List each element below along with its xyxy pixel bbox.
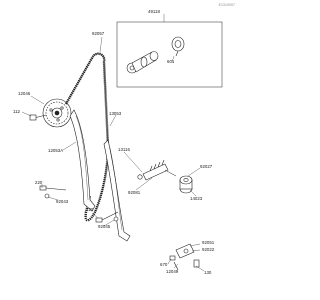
label-220-rear: 220: [86, 207, 94, 212]
tensioner-collar: [179, 175, 193, 194]
label-92081: 92081: [128, 190, 141, 195]
label-92027: 92027: [200, 164, 213, 169]
label-92045: 92045: [98, 224, 111, 229]
rear-guide-bolt: [95, 211, 119, 223]
label-12046: 12046: [18, 91, 31, 96]
diagram-code: E1310007: [218, 3, 235, 7]
tensioner-pin: [164, 169, 177, 177]
chain-tensioner: [137, 159, 169, 181]
label-13116: 13116: [118, 147, 130, 152]
timing-chain-parts-diagram: E1310007: [13, 3, 235, 275]
label-220-front: 220: [35, 180, 43, 185]
leader-lines: [21, 14, 205, 272]
label-92022: 92022: [202, 247, 215, 252]
sprocket-bolt: [29, 114, 47, 121]
front-guide-bolt: [39, 185, 67, 199]
front-chain-guide: [69, 109, 96, 212]
label-14023: 14023: [190, 196, 203, 201]
label-130: 130: [204, 270, 212, 275]
label-92057: 92057: [92, 31, 105, 36]
label-601: 601: [167, 59, 175, 64]
label-92051: 92051: [202, 240, 215, 245]
label-12053a: 12053A: [48, 148, 64, 153]
camshaft-cap: [171, 36, 185, 57]
label-670: 670: [160, 262, 168, 267]
parts-drawing: [21, 14, 223, 272]
camshaft: [126, 51, 159, 74]
label-112: 112: [13, 109, 20, 114]
label-92043: 92043: [56, 199, 69, 204]
oil-fitting: [169, 243, 200, 271]
label-13053: 13053: [109, 111, 122, 116]
label-12049: 12049: [166, 269, 179, 274]
camshaft-sprocket: [42, 98, 72, 128]
camshaft-assembly-box: [116, 21, 223, 88]
label-49118: 49118: [148, 9, 160, 14]
